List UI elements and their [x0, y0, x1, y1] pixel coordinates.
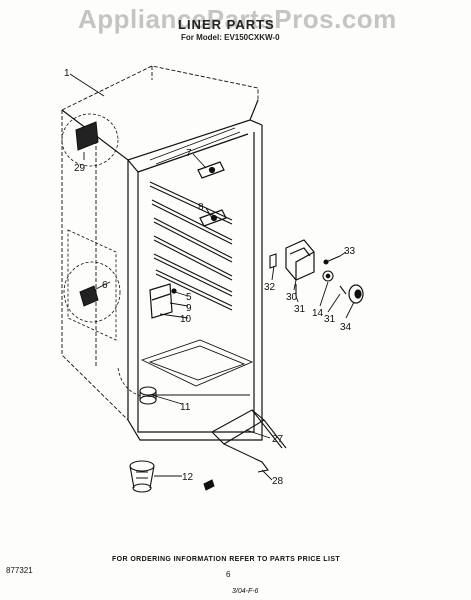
callout-32: 32 [264, 282, 276, 293]
callout-12: 12 [182, 472, 194, 483]
callout-29: 29 [74, 163, 86, 174]
cabinet-outline [61, 65, 259, 421]
diagram-title: LINER PARTS [178, 17, 275, 32]
part-27-trough [211, 409, 287, 473]
callout-9: 9 [186, 303, 192, 314]
callout-31-right: 31 [324, 314, 336, 325]
top-rails [149, 127, 241, 165]
callout-30: 30 [286, 292, 298, 303]
model-subtitle: For Model: EV150CXKW-0 [181, 33, 280, 42]
part-33-screw [323, 255, 341, 265]
part-5-bracket [149, 283, 177, 319]
part-7-hinge [197, 161, 225, 179]
revision-code: 3/04-F-6 [232, 588, 259, 595]
ordering-note: FOR ORDERING INFORMATION REFER TO PARTS … [112, 556, 341, 563]
callout-27: 27 [272, 434, 284, 445]
part-30-control-box [285, 239, 315, 281]
callout-28: 28 [272, 476, 284, 487]
callout-6: 6 [102, 280, 108, 291]
callout-numbers: 1 29 7 8 6 5 9 10 11 12 27 28 32 30 31 1… [64, 68, 356, 487]
callout-31-left: 31 [294, 304, 306, 315]
detail-bubbles [61, 113, 159, 397]
leader-lines [69, 73, 355, 481]
callout-8: 8 [198, 202, 204, 213]
callout-5: 5 [186, 292, 192, 303]
part-32-pin [269, 253, 277, 269]
part-6-clip [79, 285, 99, 307]
callout-11: 11 [180, 402, 191, 413]
small-screw [203, 479, 215, 491]
watermark: AppliancePartsPros.com [78, 4, 397, 34]
part-31-screws [295, 284, 347, 296]
callout-10: 10 [180, 314, 192, 325]
left-side-panel [67, 229, 117, 341]
callout-7: 7 [186, 148, 192, 159]
liner-floor [140, 339, 254, 396]
liner-shell [61, 99, 263, 441]
callout-14: 14 [312, 308, 324, 319]
part-14-thermostat [322, 270, 334, 282]
callout-1: 1 [64, 68, 70, 79]
part-12-drain-cup [129, 460, 155, 493]
page-number: 6 [226, 570, 231, 579]
document-number: 877321 [6, 566, 33, 575]
callout-33: 33 [344, 246, 356, 257]
part-34-knob [348, 284, 364, 304]
part-29-bracket [75, 121, 99, 151]
shelf-rails [149, 181, 233, 311]
part-8-hinge [199, 209, 227, 227]
part-11-drain [139, 386, 157, 405]
callout-34: 34 [340, 322, 352, 333]
